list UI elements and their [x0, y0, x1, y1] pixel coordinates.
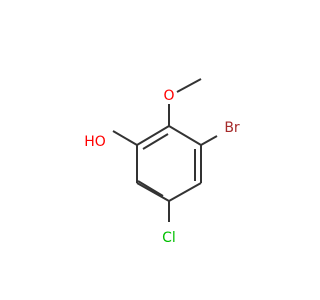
hydroxyl-label: HO: [84, 134, 106, 150]
ring-bond-c1-c2-inner: [142, 133, 169, 150]
bond-c1-hydroxyl: [112, 130, 138, 146]
bond-ether-oxygen-methyl: [176, 78, 202, 93]
molecule-diagram: HO O Br Cl: [84, 78, 240, 246]
chlorine-label: Cl: [162, 230, 176, 246]
ring-bond-c4-c5: [168, 182, 202, 202]
ring-bond-c5-c6: [136, 182, 170, 202]
ether-oxygen-label: O: [163, 88, 174, 104]
structure-canvas: HO O Br Cl: [84, 78, 240, 246]
ring-bond-c6-c6-inner: [137, 180, 164, 197]
bromine-label: Br: [224, 120, 240, 136]
bond-c3-bromine: [200, 135, 218, 146]
ring-bond-c2-c3: [168, 125, 202, 146]
ring-bond-c1-c2: [136, 125, 170, 146]
